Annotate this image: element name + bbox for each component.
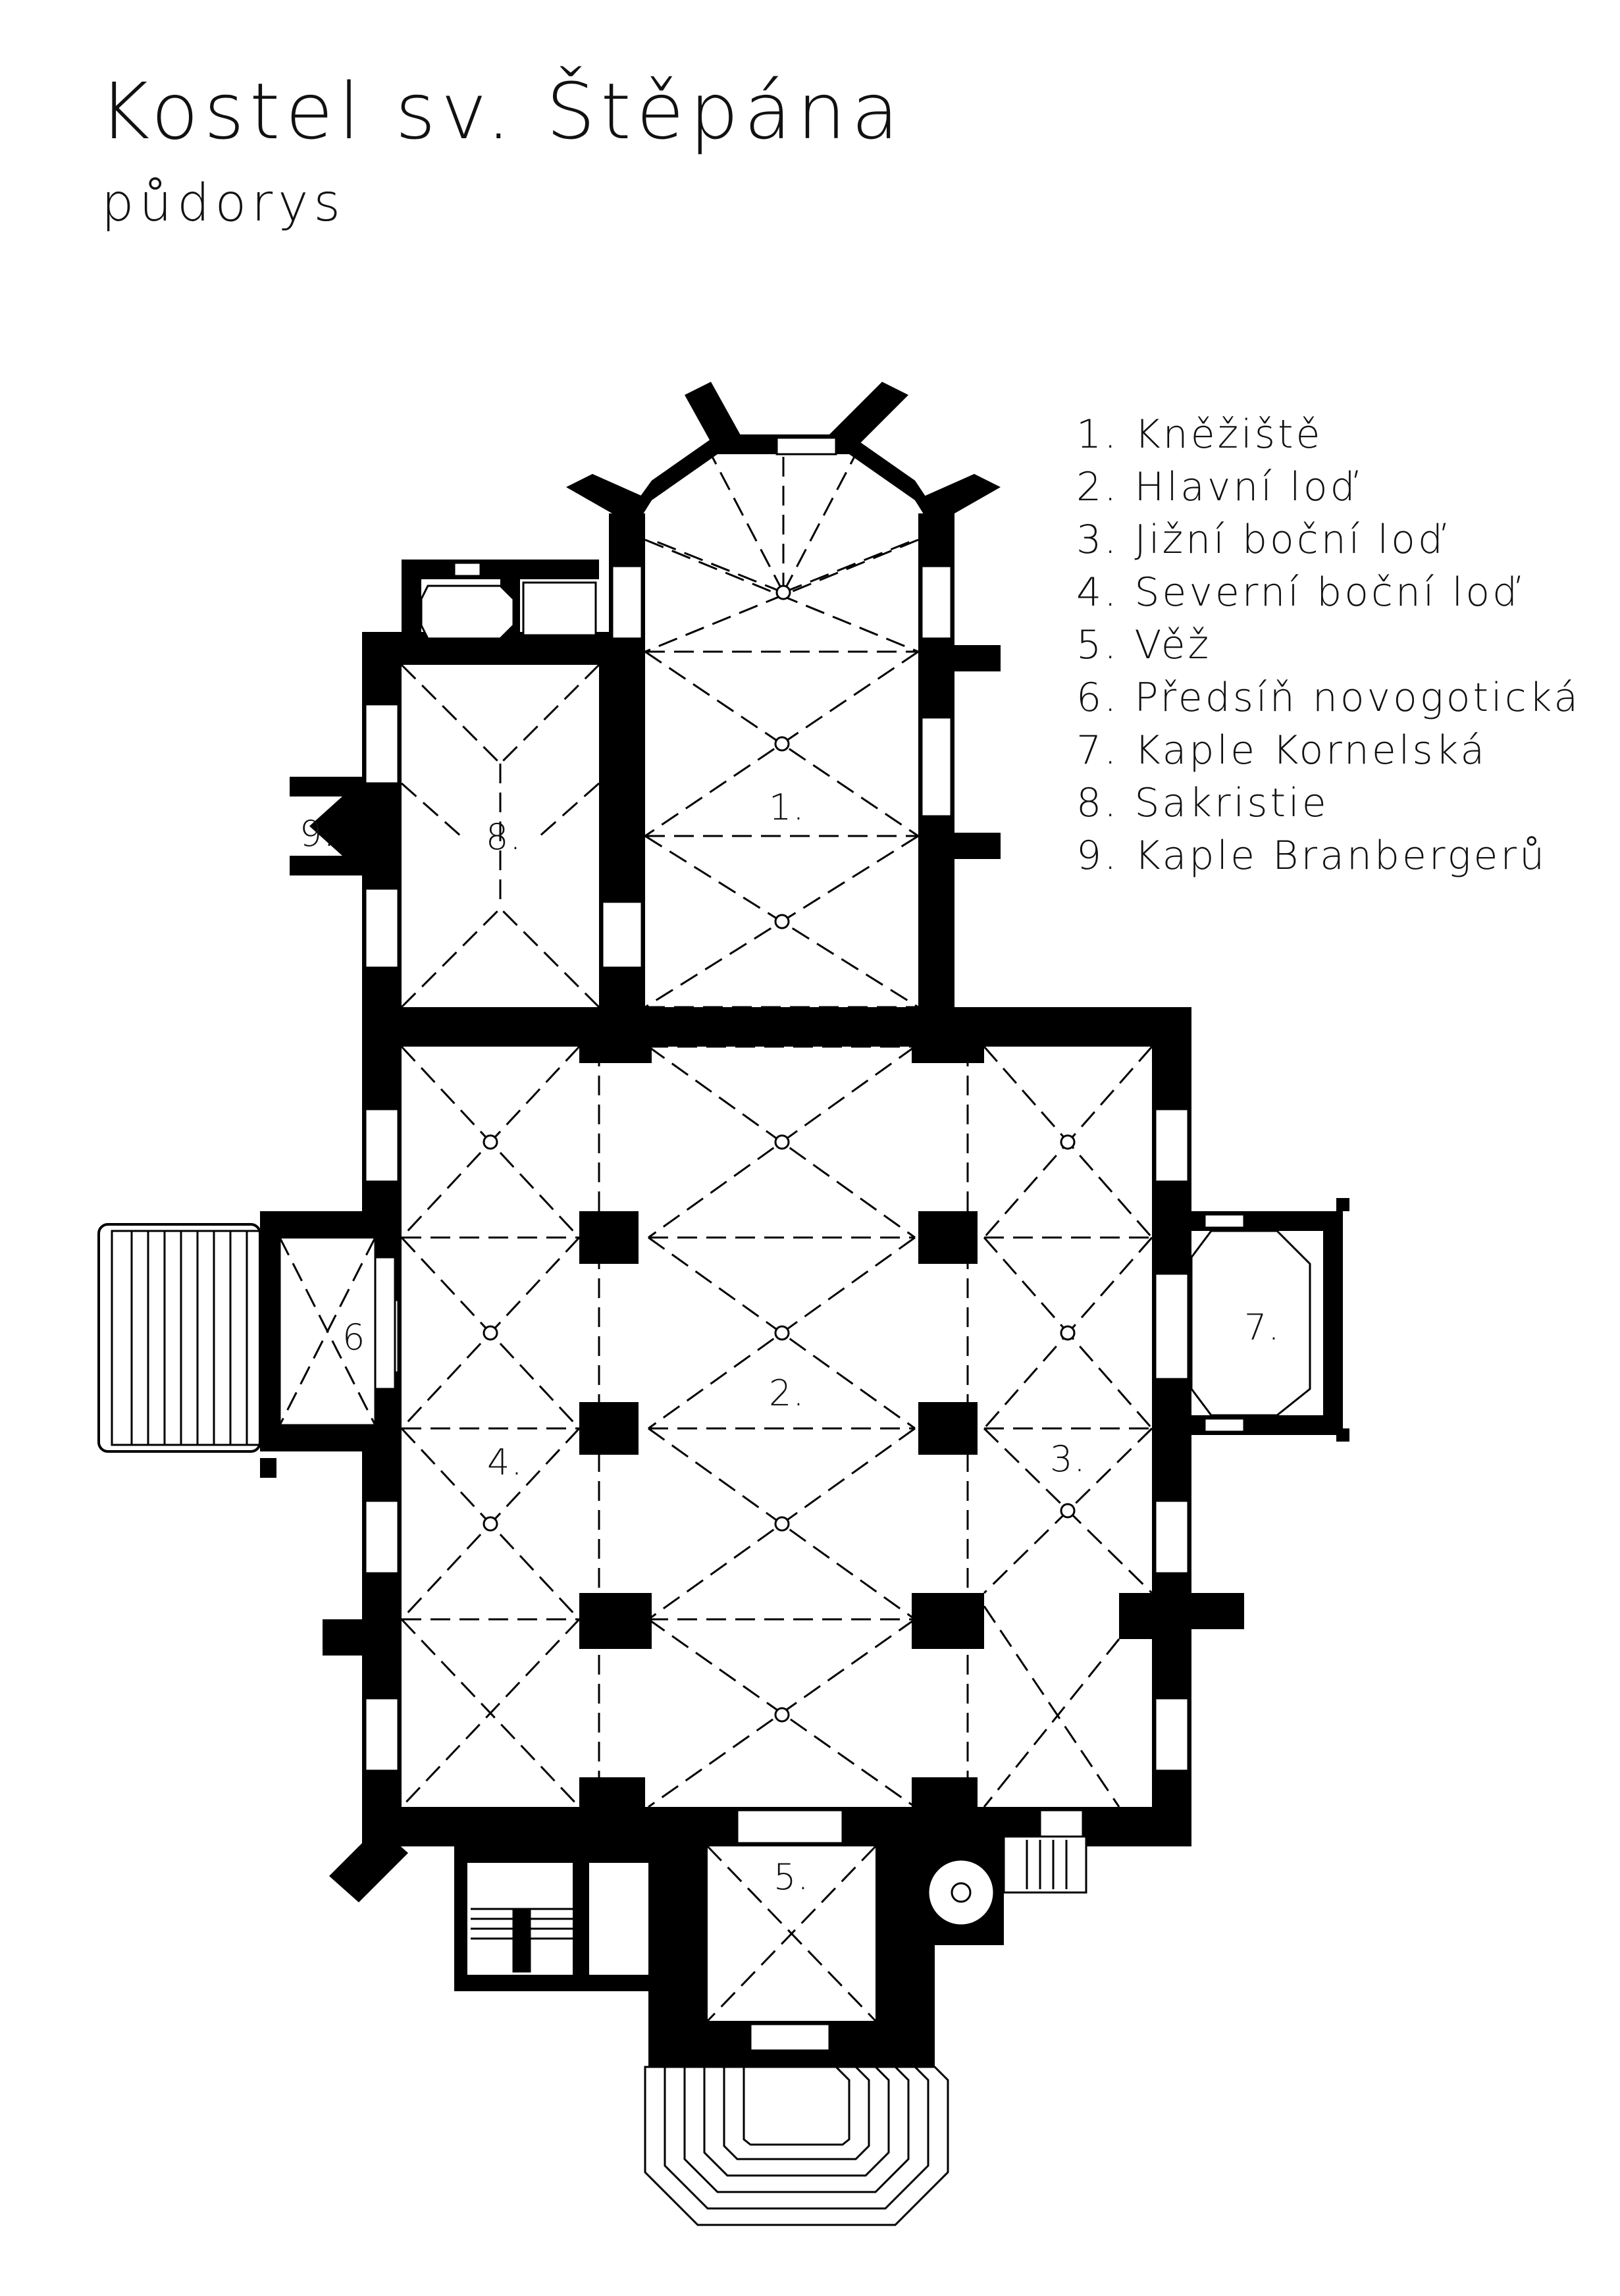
south-side-stair bbox=[1003, 1809, 1087, 1894]
legend-item-kornel-chapel: 7. Kaple Kornelská bbox=[1076, 727, 1488, 773]
label-tower: 5. bbox=[773, 1856, 810, 1898]
legend-item-sacristy: 8. Sakristie bbox=[1076, 780, 1329, 826]
label-nave: 2. bbox=[769, 1372, 806, 1414]
label-kornel-chapel: 7. bbox=[1244, 1307, 1281, 1348]
label-porch: 6 bbox=[342, 1317, 366, 1358]
legend-item-chancel: 1. Kněžiště bbox=[1076, 411, 1323, 457]
page-subtitle: půdorys bbox=[101, 174, 346, 233]
room-numbers: 1. 2. 3. 4. 5. 6 7. 8. 9. bbox=[300, 787, 1281, 1898]
vault-bosses bbox=[483, 585, 1076, 1723]
legend-item-north-aisle: 4. Severní boční loď bbox=[1076, 569, 1521, 615]
legend-item-nave: 2. Hlavní loď bbox=[1076, 464, 1358, 510]
legend-item-branberger-chapel: 9. Kaple Branbergerů bbox=[1076, 833, 1548, 879]
label-branberger-chapel: 9. bbox=[300, 813, 336, 854]
legend: 1. Kněžiště 2. Hlavní loď 3. Jižní boční… bbox=[1076, 408, 1581, 882]
windows bbox=[364, 436, 1245, 2052]
north-annex-stairs bbox=[471, 1908, 573, 1973]
vault-ribs bbox=[278, 454, 1153, 2022]
legend-item-tower: 5. Věž bbox=[1076, 622, 1212, 668]
label-chancel: 1. bbox=[769, 787, 806, 828]
label-sacristy: 8. bbox=[486, 816, 523, 858]
tower-steps bbox=[644, 2066, 949, 2226]
legend-item-porch: 6. Předsíň novogotická bbox=[1076, 675, 1581, 721]
north-entrance-stair bbox=[97, 1223, 261, 1453]
page-title: Kostel sv. Štěpána bbox=[99, 66, 904, 157]
label-north-aisle: 4. bbox=[487, 1442, 524, 1483]
label-south-aisle: 3. bbox=[1050, 1438, 1087, 1480]
legend-item-south-aisle: 3. Jižní boční loď bbox=[1076, 517, 1446, 563]
